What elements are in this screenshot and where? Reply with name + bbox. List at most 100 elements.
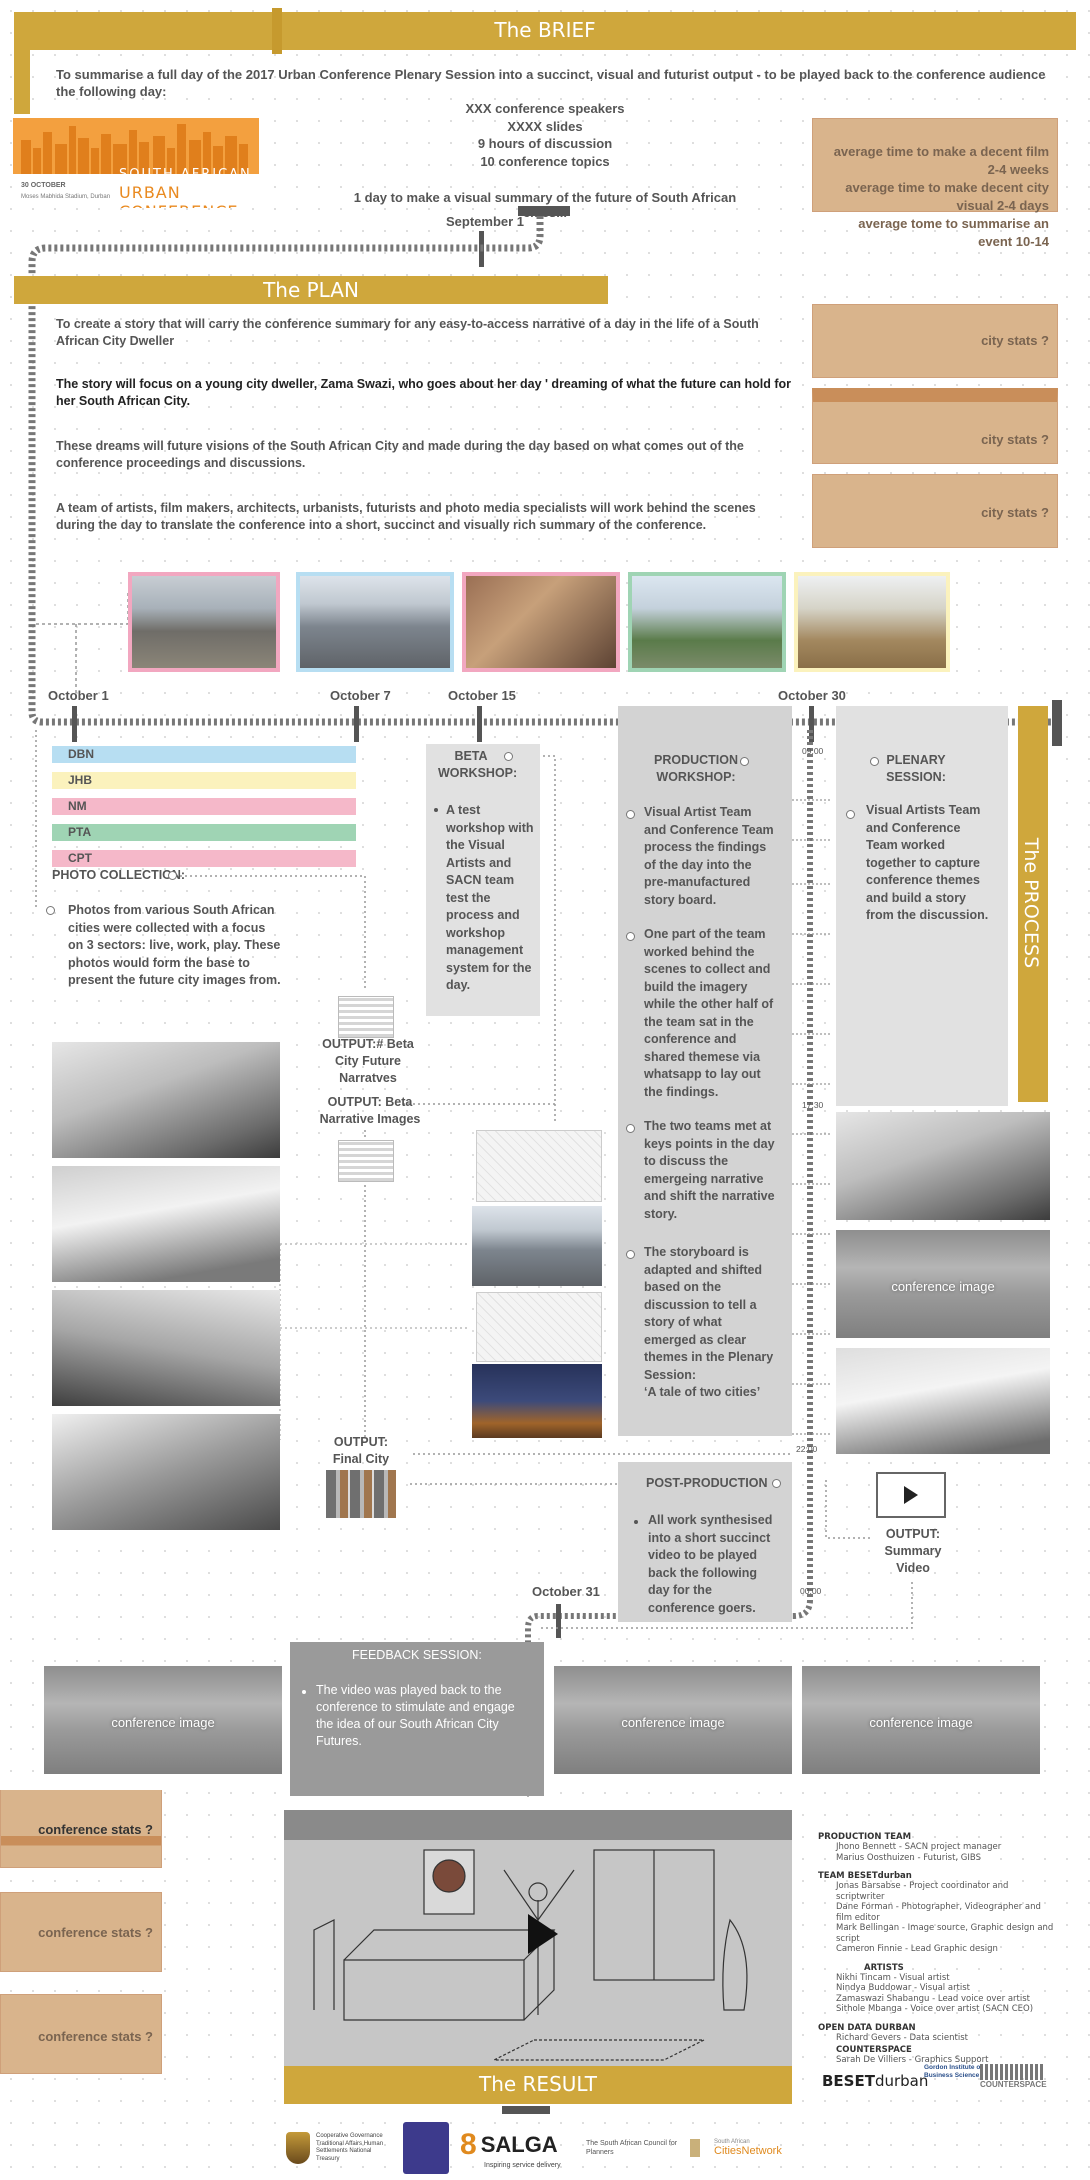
dome-icon	[403, 2122, 449, 2174]
salga-number: 8	[460, 2127, 477, 2161]
timeline-date: October 1	[48, 688, 109, 703]
logo-line1: SOUTH AFRICAN	[119, 167, 252, 182]
feedback-conference-photo: conference image	[554, 1666, 792, 1774]
city-photo-nm	[462, 572, 620, 672]
output-final-city: OUTPUT: Final City	[332, 1435, 390, 1466]
conference-stats-label: conference stats ?	[38, 1822, 153, 1837]
workshop-photo	[52, 1290, 280, 1406]
narrative-image-night	[472, 1364, 602, 1438]
post-production-title: POST-PRODUCTION	[646, 1476, 768, 1490]
salga-row: 8 SALGA	[460, 2128, 558, 2162]
narrative-image-sketch	[476, 1292, 602, 1362]
output-beta-images: OUTPUT: Beta Narrative Images	[319, 1095, 421, 1126]
credits-line: Cameron Finnie - Lead Graphic design	[836, 1944, 998, 1954]
conference-image-label: conference image	[869, 1714, 973, 1730]
averages-box: average time to make a decent film 2-4 w…	[812, 118, 1058, 249]
coat-of-arms-icon	[286, 2132, 310, 2164]
credits-line: Jonas Barsabse - Project coordinator and…	[836, 1881, 1009, 1902]
node-marker	[168, 871, 177, 880]
credits-line: Mark Bellingan - Image source, Graphic d…	[836, 1923, 1054, 1944]
sacplan-logo: The South African Council for Planners	[586, 2120, 682, 2176]
credits-line: Nindya Buddowar - Visual artist	[836, 1983, 971, 1993]
gordon-institute-logo: Gordon Institute of Business Science	[924, 2064, 984, 2080]
sacn-text: CitiesNetwork	[714, 2145, 782, 2157]
feedback-text: The video was played back to the confere…	[316, 1683, 515, 1748]
node-marker	[626, 932, 635, 941]
city-stats-box: city stats ?	[812, 388, 1058, 464]
credits-line: Marius Oosthuizen - Futurist, GIBS	[836, 1852, 981, 1863]
credits-heading: ARTISTS	[864, 1962, 904, 1973]
conference-stats-box: conference stats ?	[0, 1994, 162, 2074]
production-point: One part of the team worked behind the s…	[644, 927, 774, 1099]
conference-image-label: conference image	[621, 1714, 725, 1730]
time-label: 22:00	[796, 1444, 818, 1454]
cogta-text: Cooperative Governance Traditional Affai…	[316, 2133, 384, 2162]
video-top-band	[284, 1810, 792, 1840]
plenary-text: Visual Artists Team and Conference Team …	[866, 803, 989, 922]
timeline-date: October 7	[330, 688, 391, 703]
feedback-conference-photo: conference image	[802, 1666, 1040, 1774]
credits-line: Jhono Bennett - SACN project manager	[836, 1842, 1002, 1852]
credits-line: Dane Forman - Photographer, Videographer…	[836, 1902, 1041, 1923]
beset-durban-logo: BESETdurban	[822, 2072, 928, 2090]
result-video-frame	[284, 1810, 792, 2066]
sacn-stack: South African CitiesNetwork	[714, 2139, 782, 2157]
city-bar-jhb: JHB	[52, 772, 356, 789]
conference-image-label: conference image	[111, 1714, 215, 1730]
output-summary-video: OUTPUT: Summary Video	[884, 1527, 942, 1575]
production-workshop-column	[618, 706, 792, 1436]
averages-text: average time to make a decent film 2-4 w…	[833, 144, 1049, 249]
conference-photo: conference image	[836, 1230, 1050, 1338]
city-stats-label: city stats ?	[981, 333, 1049, 348]
building-icon	[690, 2139, 700, 2157]
credits-line: Sarah De Villiers - Graphics Support	[836, 2055, 989, 2065]
bullet-dot	[434, 808, 438, 812]
brief-stat: XXX conference speakers	[465, 101, 625, 116]
sacplan-text: The South African Council for Planners	[586, 2140, 678, 2156]
urban-conference-logo: SOUTH AFRICAN URBAN CONFERENCE 30 OCTOBE…	[13, 118, 259, 208]
time-label: 17:30	[802, 1100, 824, 1110]
photo-collection-text: Photos from various South African cities…	[68, 903, 281, 987]
workshop-photo	[52, 1414, 280, 1530]
salga-tagline: Inspiring service delivery	[484, 2161, 561, 2169]
logo-line2: URBAN CONFERENCE	[119, 183, 238, 208]
credits-line: Zamaswazi Shabangu - Lead voice over art…	[836, 1993, 1031, 2004]
workshop-photo	[52, 1166, 280, 1282]
node-marker	[870, 757, 879, 766]
credits-heading: OPEN DATA DURBAN	[818, 2022, 916, 2033]
node-marker	[626, 1250, 635, 1259]
brief-stat: XXXX slides	[507, 118, 583, 134]
city-stats-label: city stats ?	[981, 505, 1049, 520]
brief-accent-bar-2	[272, 8, 282, 54]
play-icon[interactable]	[528, 1914, 558, 1954]
post-production-column	[618, 1462, 792, 1622]
narrative-image-sketch	[476, 1130, 602, 1202]
output-beta-future-icon	[338, 996, 394, 1038]
city-code: NM	[68, 799, 87, 813]
play-icon[interactable]	[904, 1486, 918, 1504]
counterspace-bars	[980, 2064, 1044, 2080]
production-title: PRODUCTION WORKSHOP:	[653, 753, 739, 784]
credits-line: Sithole Mbanga - Voice over artist (SACN…	[836, 2004, 1034, 2014]
narrative-image-city	[472, 1206, 602, 1286]
municipality-logo	[400, 2120, 452, 2176]
beta-title: BETA WORKSHOP:	[438, 749, 518, 780]
counterspace-text: COUNTERSPACE	[980, 2080, 1047, 2089]
end-date-label: October 31	[532, 1584, 600, 1599]
sacn-logo: South African CitiesNetwork	[690, 2120, 800, 2176]
output-beta-future: OUTPUT:# Beta City Future Narratves	[322, 1037, 414, 1085]
credits-heading: PRODUCTION TEAM	[818, 1832, 912, 1842]
production-point: The storyboard is adapted and shifted ba…	[644, 1245, 774, 1399]
plenary-title: PLENARY SESSION:	[886, 753, 946, 784]
summary-video-thumbnail[interactable]	[876, 1472, 946, 1518]
brief-stat: 10 conference topics	[480, 153, 610, 169]
node-marker	[846, 810, 855, 819]
cogta-logo: Cooperative Governance Traditional Affai…	[286, 2120, 390, 2176]
brief-title-bar: The BRIEF	[14, 12, 1076, 50]
node-marker	[772, 1479, 781, 1488]
beset-text: BESET	[822, 2072, 875, 2090]
plan-point: To create a story that will carry the co…	[56, 317, 759, 348]
feedback-panel	[290, 1642, 544, 1796]
result-title: The RESULT	[478, 2072, 598, 2096]
counterspace-logo: COUNTERSPACE	[980, 2064, 1047, 2100]
